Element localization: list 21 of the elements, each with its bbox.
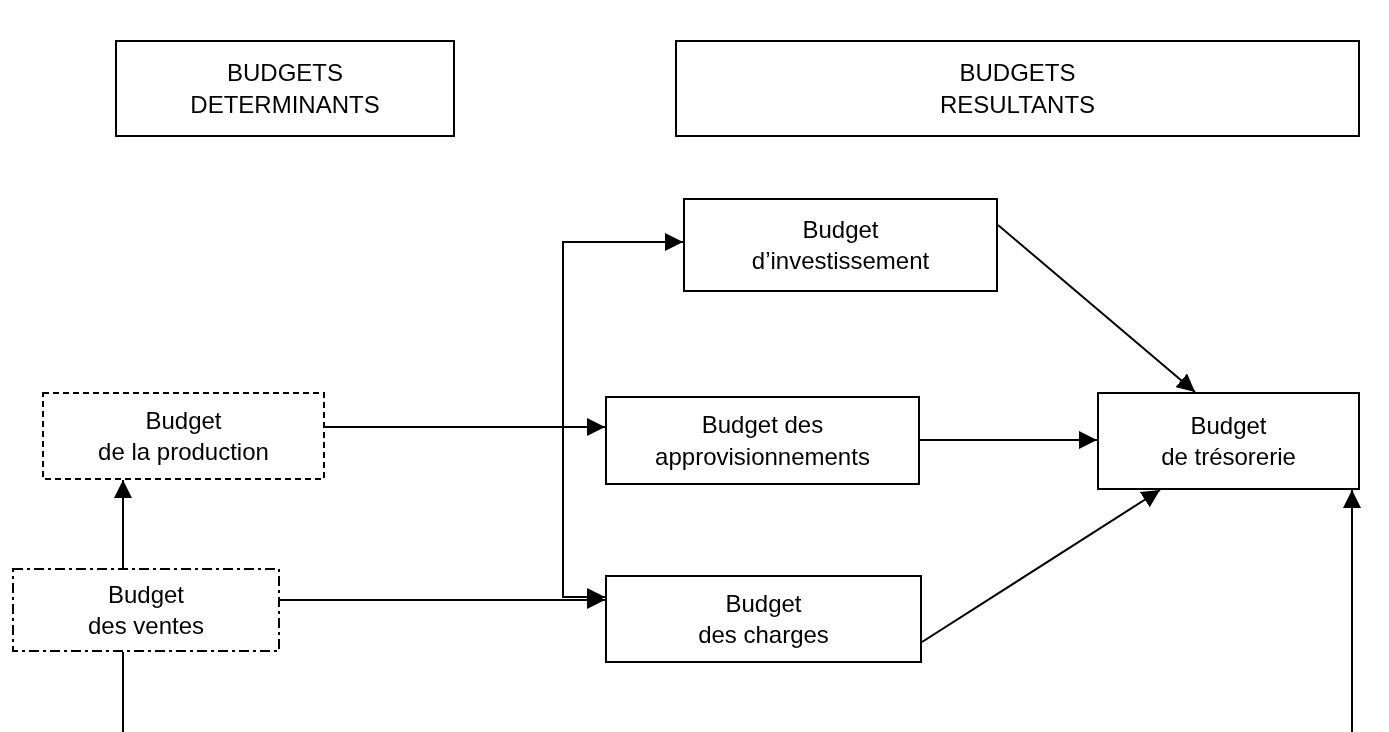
box-label: Budget de la production — [98, 405, 269, 467]
arrow — [114, 479, 132, 569]
process-box — [605, 575, 922, 663]
process-box — [42, 392, 325, 480]
box-label: Budget d’investissement — [751, 214, 930, 276]
process-box — [115, 40, 455, 137]
process-box — [675, 40, 1360, 137]
process-box — [683, 198, 998, 292]
box-label: Budget de trésorerie — [1161, 410, 1296, 472]
box-label: BUDGETS DETERMINANTS — [190, 58, 380, 120]
arrow — [919, 431, 1098, 449]
box-label: BUDGETS RESULTANTS — [939, 58, 1096, 120]
arrow — [921, 489, 1161, 643]
arrow — [1343, 489, 1361, 732]
process-box — [605, 396, 920, 485]
box-label: Budget des approvisionnements — [655, 410, 870, 472]
box-label: Budget des ventes — [87, 579, 205, 641]
process-box — [1097, 392, 1360, 490]
arrow — [997, 224, 1196, 393]
process-box — [12, 568, 280, 652]
box-label: Budget des charges — [698, 588, 829, 650]
